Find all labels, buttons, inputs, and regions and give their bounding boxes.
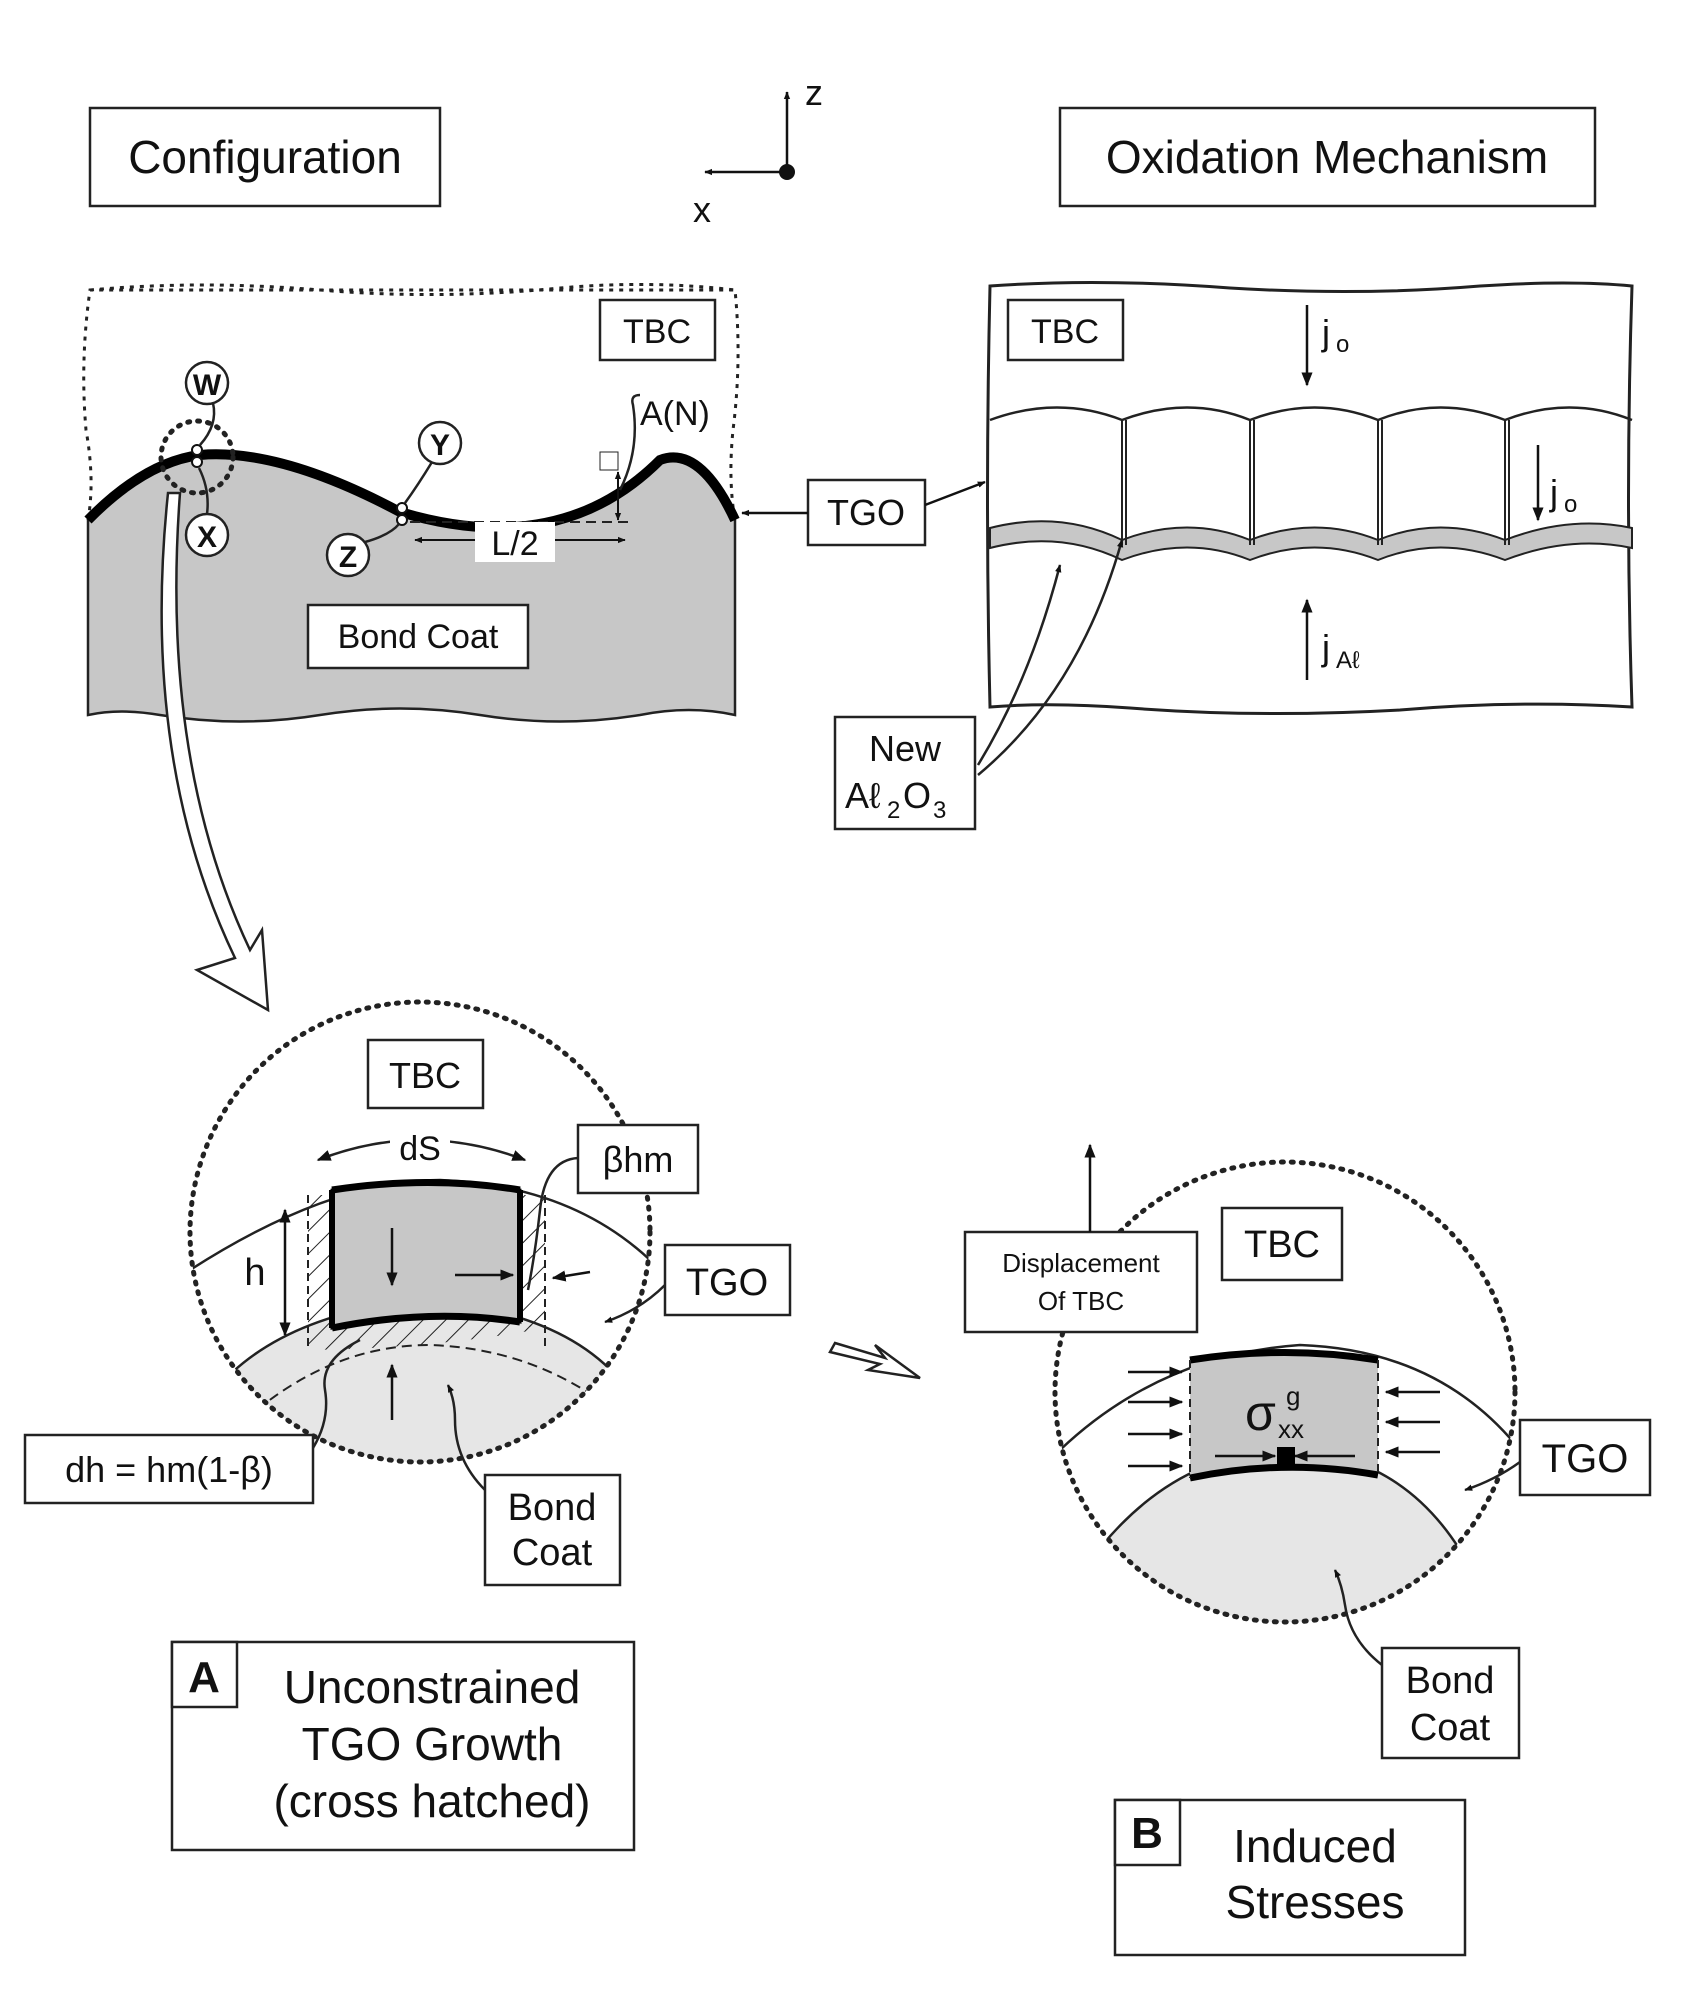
svg-text:Aℓ: Aℓ [845, 775, 881, 816]
svg-text:New: New [869, 728, 942, 769]
panel-a-h-label: h [244, 1252, 265, 1294]
svg-text:A: A [188, 1653, 220, 1702]
svg-text:TBC: TBC [1244, 1224, 1320, 1266]
svg-text:Of TBC: Of TBC [1038, 1286, 1124, 1316]
panel-b-displacement-box [963, 1230, 1199, 1334]
panel-b-sigma-label: σ [1245, 1385, 1276, 1441]
svg-text:Coat: Coat [512, 1532, 593, 1574]
svg-text:Induced: Induced [1233, 1820, 1397, 1872]
svg-text:Oxidation Mechanism: Oxidation Mechanism [1106, 131, 1548, 183]
oxygen-flux-top-label: j [1321, 312, 1330, 353]
panel-b-tbc-box [1220, 1206, 1344, 1282]
svg-text:W: W [193, 369, 222, 402]
amplitude-label: A(N) [640, 395, 710, 433]
svg-text:βhm: βhm [603, 1139, 674, 1180]
svg-text:o: o [1336, 331, 1349, 358]
svg-text:Stresses: Stresses [1226, 1876, 1405, 1928]
svg-text:X: X [197, 521, 217, 554]
svg-text:Bond Coat: Bond Coat [338, 618, 499, 656]
svg-text:TGO: TGO [827, 492, 905, 533]
svg-text:(cross hatched): (cross hatched) [273, 1775, 590, 1827]
point-w-marker [184, 360, 230, 406]
svg-text:TGO: TGO [1542, 1437, 1629, 1481]
svg-text:O: O [903, 775, 931, 816]
oxygen-flux-side-label: j [1549, 472, 1558, 513]
panel-a-bond-coat-box [483, 1473, 622, 1587]
transition-arrow [828, 1341, 921, 1380]
x-axis-label: x [693, 189, 711, 230]
svg-text:Y: Y [430, 429, 450, 462]
svg-text:Configuration: Configuration [128, 131, 402, 183]
config-bond-coat-box [306, 603, 530, 670]
point-z-marker [325, 532, 371, 578]
tbc-region-outline [82, 288, 740, 521]
panel-a-tgo-box [663, 1243, 792, 1317]
half-wavelength-label: L/2 [491, 525, 538, 563]
svg-text:Z: Z [339, 541, 357, 574]
svg-text:g: g [1286, 1381, 1300, 1411]
oxidation-mechanism-title: Oxidation Mechanism [1058, 106, 1597, 208]
svg-text:o: o [1564, 491, 1577, 518]
panel-b-letter-box [1113, 1798, 1182, 1867]
oxidation-tbc-box [1006, 298, 1125, 362]
panel-b-bond-coat-box [1380, 1646, 1521, 1760]
new-alumina-callout: New Aℓ 2 O 3 [833, 539, 1124, 831]
panel-a-ds-label: dS [399, 1130, 441, 1168]
svg-text:TGO: TGO [686, 1262, 768, 1304]
svg-text:Aℓ: Aℓ [1336, 647, 1360, 674]
point-y-marker [417, 420, 463, 466]
panel-a-caption [170, 1640, 636, 1852]
svg-text:dh = hm(1-β): dh = hm(1-β) [65, 1449, 273, 1490]
coordinate-axes: z x [693, 72, 823, 230]
configuration-panel: TBC Bond Coat A(N) L/2 W X Y [82, 282, 740, 1013]
panel-a-detail: h dS TBC βhm TGO dh = hm(1-β) Bond Coat … [23, 999, 792, 1852]
svg-text:Bond: Bond [508, 1487, 597, 1529]
oxidation-frame [986, 280, 1634, 716]
oxidation-panel: TBC j o j o j Aℓ [986, 280, 1634, 716]
panel-a-letter-box [170, 1640, 239, 1709]
svg-text:xx: xx [1278, 1414, 1304, 1444]
panel-a-dh-box [23, 1433, 315, 1505]
panel-b-tgo-box [1518, 1418, 1652, 1497]
svg-text:B: B [1131, 1809, 1163, 1858]
tgo-connector: TGO [741, 478, 986, 547]
aluminum-flux-label: j [1321, 627, 1330, 668]
svg-text:TGO Growth: TGO Growth [302, 1718, 563, 1770]
panel-b-detail: σ g xx TBC Displacement Of TBC TGO Bond … [963, 1143, 1652, 1957]
zoom-arrow [160, 491, 270, 1013]
panel-a-beta-hm-box [576, 1123, 700, 1195]
configuration-title: Configuration [88, 106, 442, 208]
svg-text:TBC: TBC [623, 313, 691, 351]
z-axis-label: z [805, 72, 823, 113]
svg-text:2: 2 [887, 797, 900, 824]
svg-text:Unconstrained: Unconstrained [284, 1661, 581, 1713]
svg-text:Bond: Bond [1406, 1660, 1495, 1702]
svg-text:3: 3 [933, 797, 946, 824]
new-alumina-band [989, 520, 1633, 562]
svg-text:TBC: TBC [389, 1055, 461, 1096]
tgo-center-box [806, 478, 927, 547]
svg-text:TBC: TBC [1031, 313, 1099, 351]
svg-text:Coat: Coat [1410, 1707, 1491, 1749]
crest-detail-circle [158, 418, 236, 496]
svg-text:Displacement: Displacement [1002, 1248, 1160, 1278]
config-tbc-box [598, 298, 717, 362]
top-dotted-edge [89, 282, 736, 297]
panel-a-tbc-box [366, 1038, 485, 1110]
